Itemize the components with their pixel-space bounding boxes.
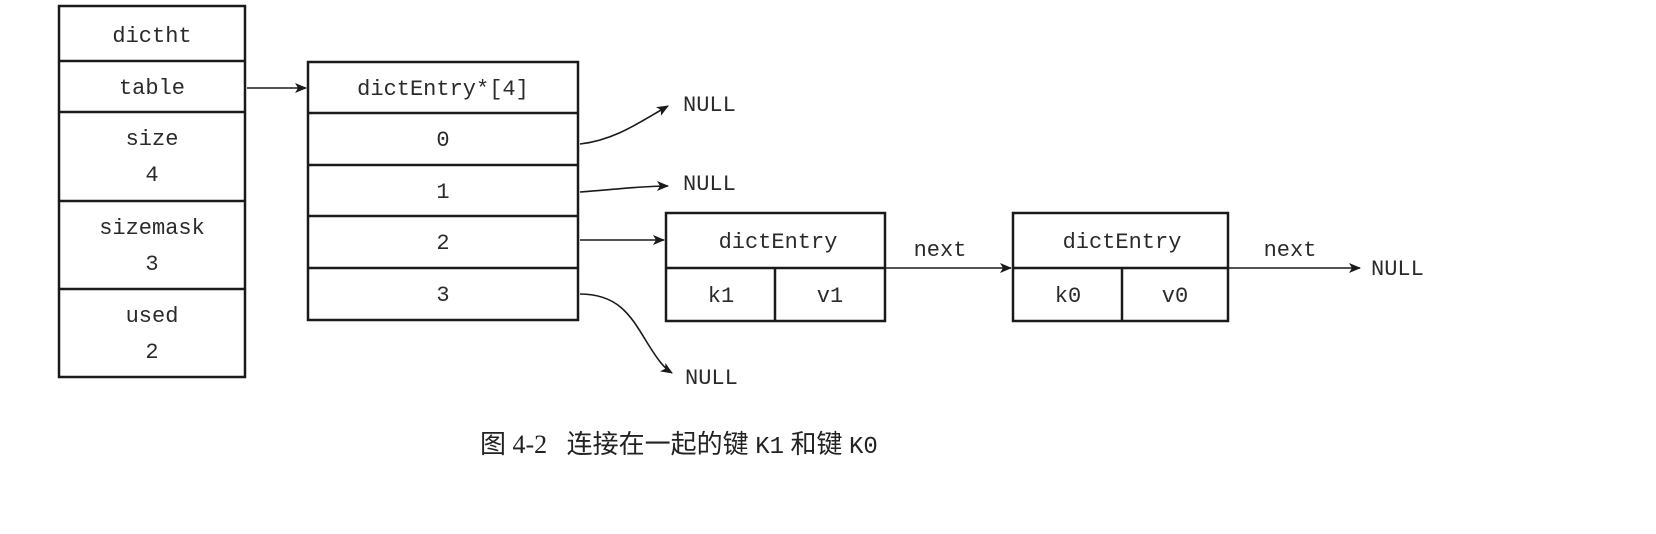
slot0-null-arrow (579, 105, 669, 145)
table-array: dictEntry*[4] 0 1 2 3 (306, 60, 580, 322)
null-label-slot1: NULL (683, 172, 736, 197)
next-label-k0: next (1264, 238, 1317, 263)
dictht-struct: dictht table size 4 sizemask 3 used 2 (57, 4, 247, 379)
slot-index-0: 0 (436, 128, 449, 153)
entry-value: v0 (1162, 284, 1188, 309)
figure-number: 图 4-2 (480, 430, 548, 459)
field-table-label: table (119, 76, 185, 101)
dict-entry-title: dictEntry (719, 230, 838, 255)
caption-joiner: 和键 (790, 430, 843, 459)
caption-text-prefix: 连接在一起的键 (566, 430, 749, 459)
entry-key: k0 (1055, 284, 1081, 309)
dict-entry-k0: dictEntry k0 v0 (1011, 211, 1230, 323)
slot-index-3: 3 (436, 283, 449, 308)
entry-key: k1 (708, 284, 734, 309)
field-used-value: 2 (145, 340, 158, 365)
table-array-title: dictEntry*[4] (357, 77, 529, 102)
dictht-box (57, 4, 247, 379)
dict-entry-title: dictEntry (1063, 230, 1182, 255)
null-label-slot3: NULL (685, 366, 738, 391)
field-size-label: size (126, 127, 179, 152)
null-label-slot0: NULL (683, 93, 736, 118)
slot-index-1: 1 (436, 180, 449, 205)
table-array-box (306, 60, 580, 322)
slot-index-2: 2 (436, 231, 449, 256)
slot1-null-arrow (579, 181, 669, 193)
dictht-title: dictht (112, 24, 191, 49)
caption-key1: K1 (755, 434, 784, 461)
dict-entry-k1: dictEntry k1 v1 (664, 211, 887, 323)
field-sizemask-label: sizemask (99, 216, 205, 241)
field-used-label: used (126, 304, 179, 329)
next-label-k1: next (914, 238, 967, 263)
figure-caption: 图 4-2 连接在一起的键 K1 和键 K0 (480, 424, 878, 461)
caption-key2: K0 (849, 434, 878, 461)
entry-value: v1 (817, 284, 843, 309)
null-label-chain-end: NULL (1371, 257, 1424, 282)
slot3-null-arrow (579, 293, 673, 374)
field-size-value: 4 (145, 163, 158, 188)
field-sizemask-value: 3 (145, 252, 158, 277)
